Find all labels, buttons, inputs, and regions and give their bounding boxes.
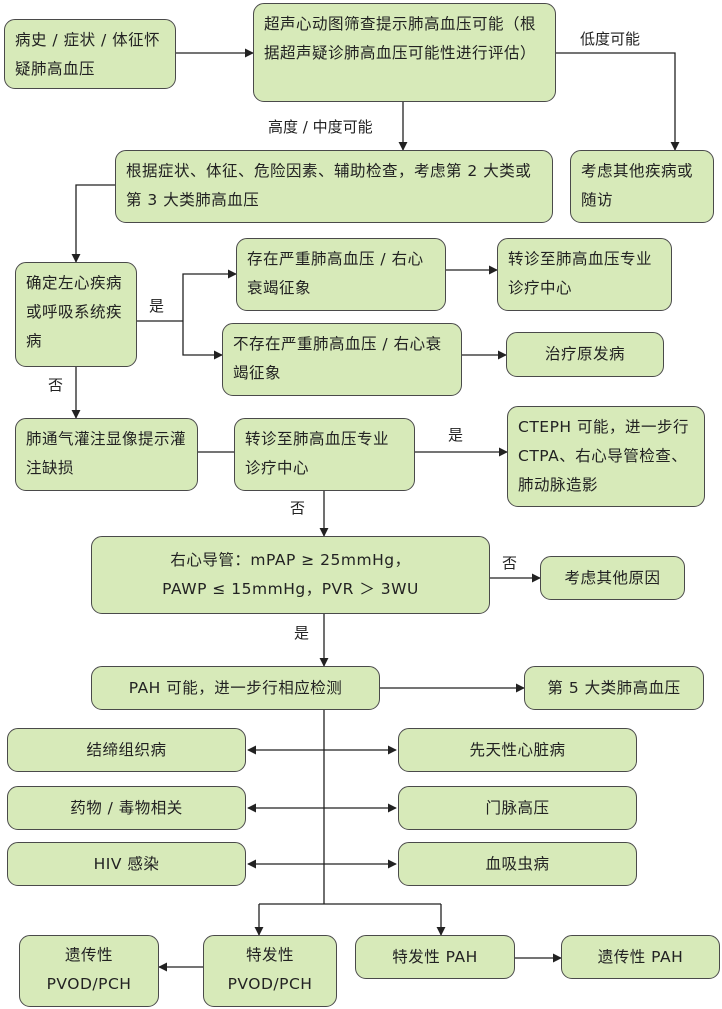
node-chd: 先天性心脏病 [398, 728, 637, 772]
node-idiopathic-pah: 特发性 PAH [355, 935, 515, 979]
node-pah-possible: PAH 可能，进一步行相应检测 [91, 666, 380, 710]
heritable-pvod-line-1: 遗传性 [64, 946, 113, 964]
heritable-pvod-line-2: PVOD/PCH [46, 975, 132, 993]
node-portal-htn: 门脉高压 [398, 786, 637, 830]
edge-label-yes-1: 是 [149, 297, 165, 315]
node-hiv: HIV 感染 [7, 842, 246, 886]
rhc-line-2: PAWP ≤ 15mmHg，PVR ＞ 3WU [162, 580, 419, 598]
node-idiopathic-pvod: 特发性 PVOD/PCH [203, 935, 337, 1007]
node-consider-group2-3: 根据症状、体征、危险因素、辅助检查，考虑第 2 大类或第 3 大类肺高血压 [115, 150, 553, 223]
node-no-severe-ph: 不存在严重肺高血压 / 右心衰竭征象 [222, 323, 462, 396]
node-schisto: 血吸虫病 [398, 842, 637, 886]
node-other-cause: 考虑其他原因 [540, 556, 685, 600]
idiopathic-pvod-line-2: PVOD/PCH [227, 975, 313, 993]
node-severe-ph: 存在严重肺高血压 / 右心衰竭征象 [236, 238, 446, 311]
node-heritable-pah: 遗传性 PAH [561, 935, 720, 979]
edge-label-low: 低度可能 [580, 30, 641, 48]
node-ctd: 结缔组织病 [7, 728, 246, 772]
node-other-disease: 考虑其他疾病或随访 [570, 150, 714, 223]
node-vq-scan: 肺通气灌注显像提示灌注缺损 [15, 418, 198, 491]
rhc-line-1: 右心导管：mPAP ≥ 25mmHg， [170, 551, 411, 569]
edge-label-no-1: 否 [48, 376, 64, 394]
node-echo-screening: 超声心动图筛查提示肺高血压可能（根据超声疑诊肺高血压可能性进行评估） [253, 3, 556, 102]
idiopathic-pvod-line-1: 特发性 [245, 946, 294, 964]
edge-label-high-mid: 高度 / 中度可能 [268, 118, 373, 136]
node-refer-center-1: 转诊至肺高血压专业诊疗中心 [497, 238, 672, 311]
node-group5: 第 5 大类肺高血压 [524, 666, 704, 710]
node-drug-toxin: 药物 / 毒物相关 [7, 786, 246, 830]
node-rhc-criteria: 右心导管：mPAP ≥ 25mmHg， PAWP ≤ 15mmHg，PVR ＞ … [91, 536, 490, 614]
edge-label-yes-2: 是 [448, 426, 464, 444]
edge-label-yes-3: 是 [294, 624, 310, 642]
node-left-heart-lung: 确定左心疾病或呼吸系统疾病 [15, 262, 137, 367]
node-cteph: CTEPH 可能，进一步行 CTPA、右心导管检查、肺动脉造影 [507, 406, 705, 507]
node-suspected-ph: 病史 / 症状 / 体征怀疑肺高血压 [4, 19, 176, 89]
edge-label-no-3: 否 [502, 554, 518, 572]
node-treat-primary: 治疗原发病 [506, 332, 664, 377]
node-heritable-pvod: 遗传性 PVOD/PCH [19, 935, 159, 1007]
node-refer-center-2: 转诊至肺高血压专业诊疗中心 [234, 418, 415, 491]
edge-label-no-2: 否 [290, 499, 306, 517]
